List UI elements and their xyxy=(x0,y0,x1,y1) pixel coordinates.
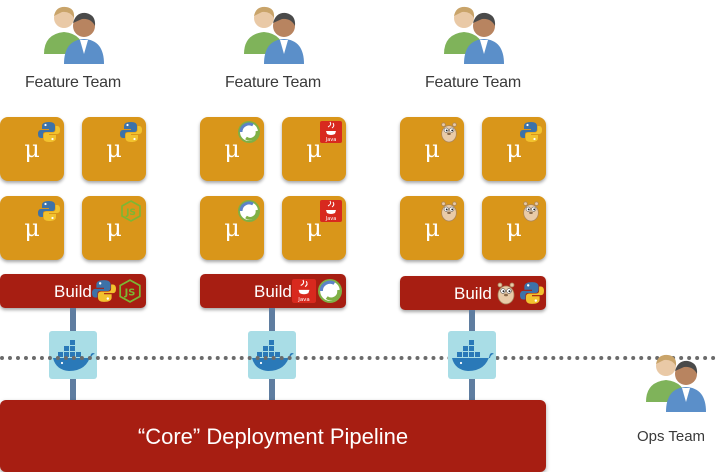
microservice-2: μ xyxy=(82,117,146,181)
microservice-6: μ xyxy=(282,117,346,181)
microservice-glyph: μ xyxy=(424,214,440,242)
feature-team-3-label: Feature Team xyxy=(424,74,522,91)
build-label: Build xyxy=(254,282,292,301)
python-icon xyxy=(38,121,60,143)
docker-whale-icon xyxy=(49,331,97,379)
microservice-9: μ xyxy=(400,117,464,181)
microservice-glyph: μ xyxy=(224,135,240,163)
build-label: Build xyxy=(454,284,492,303)
clojure-icon xyxy=(238,121,260,143)
clojure-icon xyxy=(318,279,342,303)
microservice-7: μ xyxy=(200,196,264,260)
go-gopher-icon xyxy=(520,200,542,222)
microservice-glyph: μ xyxy=(24,214,40,242)
java-icon xyxy=(320,121,342,143)
microservice-glyph: μ xyxy=(24,135,40,163)
microservice-5: μ xyxy=(200,117,264,181)
ops-team-label: Ops Team xyxy=(636,428,706,445)
docker-container-3 xyxy=(448,331,496,379)
microservice-11: μ xyxy=(400,196,464,260)
microservice-glyph: μ xyxy=(224,214,240,242)
core-deployment-pipeline: “Core” Deployment Pipeline xyxy=(0,400,546,472)
feature-team-1-people-icon xyxy=(40,4,106,64)
build-step-2: Build xyxy=(200,274,346,308)
microservice-glyph: μ xyxy=(424,135,440,163)
python-icon xyxy=(520,281,544,305)
ops-team-people-icon xyxy=(642,352,708,412)
microservice-glyph: μ xyxy=(306,214,322,242)
go-gopher-icon xyxy=(438,200,460,222)
microservice-glyph: μ xyxy=(306,135,322,163)
python-icon xyxy=(120,121,142,143)
microservice-glyph: μ xyxy=(506,135,522,163)
feature-team-2-people-icon xyxy=(240,4,306,64)
build-label: Build xyxy=(54,282,92,301)
docker-whale-icon xyxy=(448,331,496,379)
team-boundary-line xyxy=(0,356,716,360)
pipeline-label: “Core” Deployment Pipeline xyxy=(137,424,409,449)
docker-whale-icon xyxy=(248,331,296,379)
microservice-glyph: μ xyxy=(106,135,122,163)
clojure-icon xyxy=(238,200,260,222)
microservice-12: μ xyxy=(482,196,546,260)
build-step-3: Build xyxy=(400,276,546,310)
microservice-glyph: μ xyxy=(506,214,522,242)
java-icon xyxy=(320,200,342,222)
go-gopher-icon xyxy=(438,121,460,143)
python-icon xyxy=(92,279,116,303)
go-gopher-icon xyxy=(494,281,518,305)
feature-team-1-label: Feature Team xyxy=(24,74,122,91)
microservice-glyph: μ xyxy=(106,214,122,242)
microservice-10: μ xyxy=(482,117,546,181)
build-step-1: Build xyxy=(0,274,146,308)
java-icon xyxy=(292,279,316,303)
python-icon xyxy=(520,121,542,143)
microservice-1: μ xyxy=(0,117,64,181)
feature-team-2-label: Feature Team xyxy=(224,74,322,91)
nodejs-icon xyxy=(118,279,142,303)
microservice-8: μ xyxy=(282,196,346,260)
docker-container-1 xyxy=(49,331,97,379)
docker-container-2 xyxy=(248,331,296,379)
python-icon xyxy=(38,200,60,222)
microservice-4: μ xyxy=(82,196,146,260)
microservice-3: μ xyxy=(0,196,64,260)
nodejs-icon xyxy=(120,200,142,222)
feature-team-3-people-icon xyxy=(440,4,506,64)
